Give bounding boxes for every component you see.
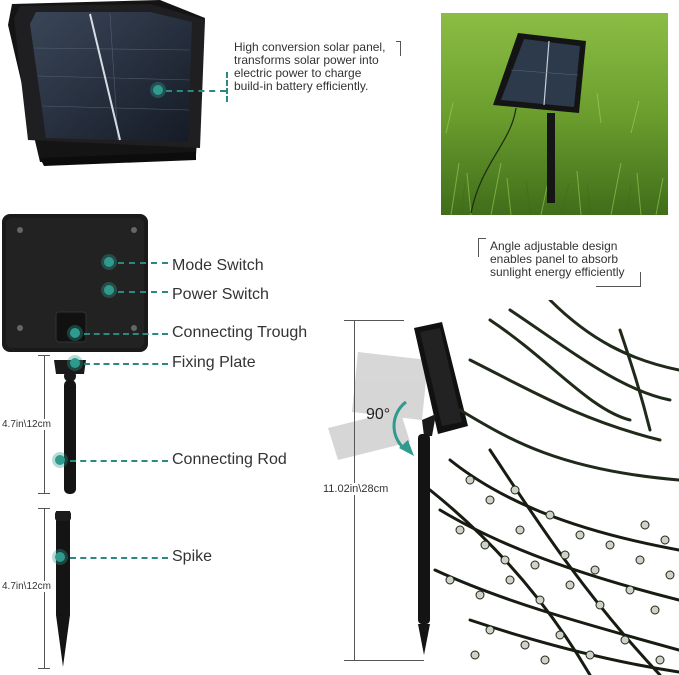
solar-panel-marker (153, 85, 163, 95)
connecting-rod-marker (55, 455, 65, 465)
wire-group (458, 300, 679, 482)
solar-panel-callout-line: build-in battery efficiently. (234, 79, 369, 93)
connecting-rod-leader (70, 460, 168, 462)
connecting-trough-marker (70, 328, 80, 338)
solar-panel-callout-line: High conversion solar panel, (234, 40, 386, 54)
angle-callout-line: sunlight energy efficiently (490, 265, 625, 279)
total-height-tick-top (344, 320, 404, 321)
angle-callout-bracket-bottom (596, 272, 641, 287)
fixing-plate-marker (70, 358, 80, 368)
light-string-bundle (430, 300, 679, 675)
grass-photo (441, 13, 668, 215)
mode-switch-leader (118, 262, 168, 264)
solar-panel-leader (166, 90, 226, 92)
total-height-label: 11.02in\28cm (322, 483, 390, 495)
angle-callout-bracket-top (478, 238, 486, 257)
rod-length-label: 4.7in\12cm (2, 419, 51, 430)
solar-panel-callout-line: electric power to charge (234, 66, 362, 80)
solar-panel-callout-bracket (396, 41, 401, 56)
rod-measure-tick-bottom (38, 493, 50, 494)
solar-panel-callout-line: transforms solar power into (234, 53, 379, 67)
spike-marker (55, 552, 65, 562)
spike-label: Spike (172, 548, 213, 565)
rod-measure-tick-top (38, 355, 50, 356)
connecting-trough-label: Connecting Trough (172, 324, 308, 341)
solar-panel-bracket (226, 72, 228, 102)
power-switch-leader (118, 291, 168, 293)
spike-leader (70, 557, 168, 559)
angle-callout-line: enables panel to absorb (490, 252, 619, 266)
power-switch-marker (104, 285, 114, 295)
total-height-tick-bottom (344, 660, 424, 661)
fixing-plate-leader (84, 363, 168, 365)
fixing-plate-label: Fixing Plate (172, 354, 256, 371)
angle-callout: Angle adjustable design enables panel to… (490, 240, 660, 279)
solar-panel-photo (8, 0, 205, 166)
spike-measure-tick-bottom (38, 668, 50, 669)
assembled-stake-image (328, 322, 468, 655)
angle-callout-line: Angle adjustable design (490, 239, 618, 253)
spike-length-label: 4.7in\12cm (2, 581, 51, 592)
angle-label: 90° (366, 406, 391, 423)
battery-box (2, 214, 148, 352)
solar-panel-callout: High conversion solar panel, transforms … (234, 41, 414, 93)
spike-image (55, 511, 71, 667)
power-switch-label: Power Switch (172, 286, 269, 303)
mode-switch-label: Mode Switch (172, 257, 264, 274)
connecting-rod-label: Connecting Rod (172, 451, 287, 468)
spike-measure-tick-top (38, 508, 50, 509)
connecting-trough-leader (84, 333, 168, 335)
mode-switch-marker (104, 257, 114, 267)
